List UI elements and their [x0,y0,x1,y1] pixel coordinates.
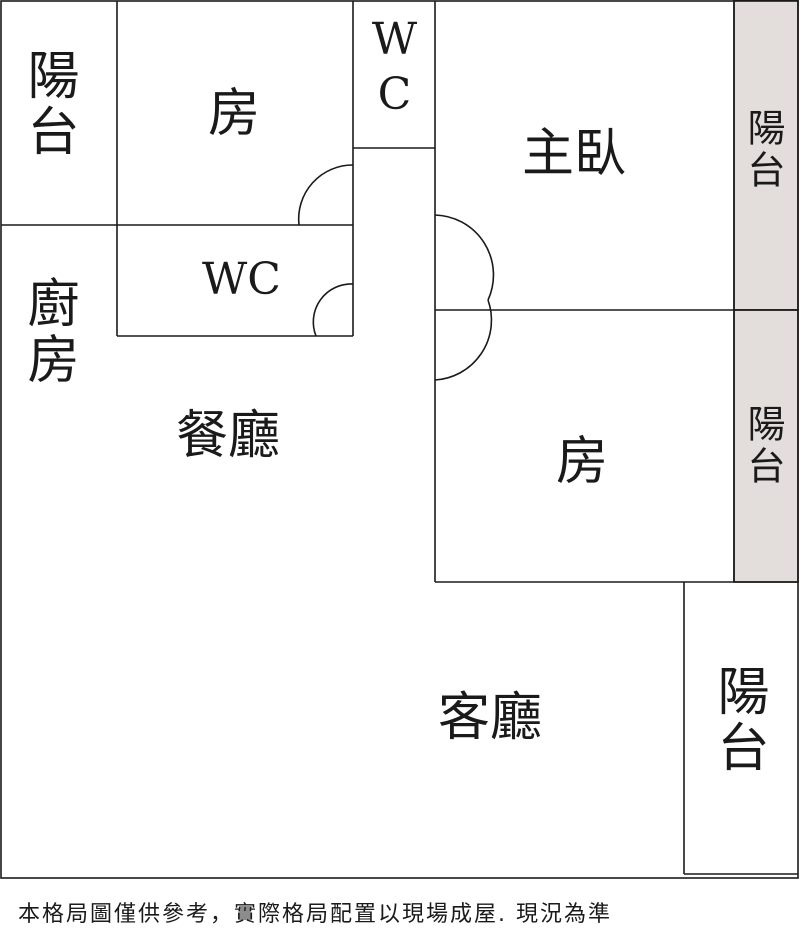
label-wc-middle: WC [202,254,281,305]
label-bedroom-top: 房 [208,84,261,144]
label-balcony-top-left: 陽台 [18,48,78,160]
outer-wall [0,0,799,879]
label-master-bedroom: 主臥 [522,124,627,184]
label-wc-top: WC [369,14,420,124]
label-bedroom-right: 房 [556,432,609,492]
balcony-right-top-area [733,0,799,311]
door-swing [434,214,495,301]
door-swing [297,164,354,226]
label-kitchen: 廚房 [18,276,78,388]
disclaimer-text: 本格局圖僅供參考，實際格局配置以現場成屋. 現況為準 [18,902,612,927]
door-swing [312,283,354,337]
label-balcony-bottom-right: 陽台 [708,664,768,776]
door-swing [434,299,493,381]
label-dining: 餐廳 [176,406,281,466]
label-living-room: 客廳 [438,688,543,748]
label-balcony-right-middle: 陽台 [741,404,785,488]
label-balcony-right-top: 陽台 [741,108,785,192]
balcony-right-middle-area [733,309,799,583]
